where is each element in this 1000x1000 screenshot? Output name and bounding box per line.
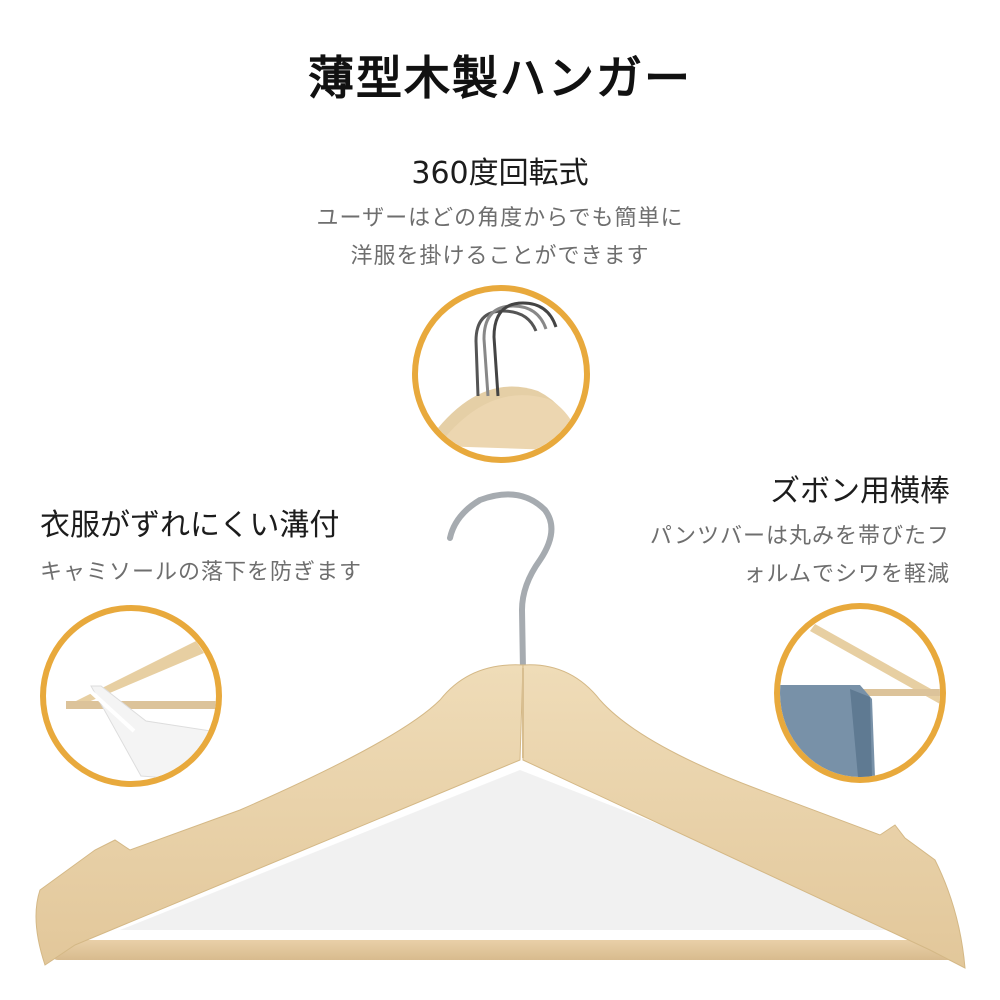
feature-rotation-heading: 360度回転式: [411, 156, 589, 191]
feature-rotation-description: ユーザーはどの角度からでも簡単に 洋服を掛けることができます: [0, 200, 1000, 276]
page-title: 薄型木製ハンガー: [308, 51, 692, 105]
pants-bar-detail-image: [774, 603, 946, 783]
feature-pants-bar-heading: ズボン用横棒: [770, 474, 950, 509]
description-line: ォルムでシワを軽減: [743, 562, 950, 587]
description-line: キャミソールの落下を防ぎます: [40, 560, 363, 585]
description-line: パンツバーは丸みを帯びたフ: [649, 524, 950, 549]
feature-groove-heading: 衣服がずれにくい溝付: [40, 508, 340, 543]
groove-detail-image: [40, 605, 222, 787]
description-line: 洋服を掛けることができます: [350, 244, 650, 269]
rotation-detail-image: [412, 285, 590, 463]
feature-pants-bar-description: パンツバーは丸みを帯びたフ ォルムでシワを軽減: [650, 518, 950, 594]
camisole-hanger-illustration: [66, 641, 216, 781]
feature-groove-description: キャミソールの落下を防ぎます: [40, 554, 362, 592]
rotating-hooks-illustration: [428, 301, 584, 451]
hanger-product-image: [0, 490, 1000, 980]
description-line: ユーザーはどの角度からでも簡単に: [316, 206, 684, 231]
wooden-hanger-illustration: [35, 491, 966, 969]
